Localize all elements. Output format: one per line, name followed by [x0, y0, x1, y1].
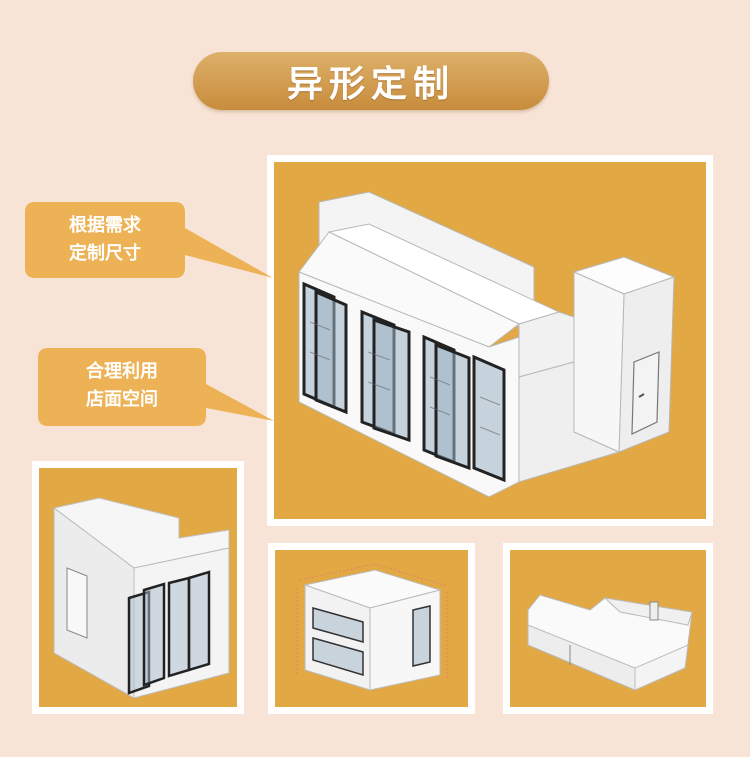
render-panel-corner-room	[32, 461, 244, 714]
cold-room-render-glass	[52, 497, 230, 699]
callout-1-line-1: 根据需求	[69, 215, 141, 236]
cold-room-dimension-render	[296, 563, 448, 691]
callout-1-line-2: 定制尺寸	[69, 243, 141, 264]
callout-2-line-2: 店面空间	[86, 389, 158, 410]
l-shaped-room-render	[527, 594, 693, 691]
cold-room-render-large	[298, 191, 676, 498]
render-panel-dimension-drawing	[268, 543, 475, 714]
page-title: 异形定制	[286, 64, 455, 105]
title-banner: 异形定制	[193, 52, 549, 110]
callout-2-line-1: 合理利用	[86, 361, 158, 382]
render-panel-l-shaped-room	[503, 543, 713, 714]
callout-custom-size: 根据需求 定制尺寸	[25, 200, 275, 290]
main-render-panel	[267, 155, 713, 526]
callout-space-usage: 合理利用 店面空间	[38, 346, 278, 430]
